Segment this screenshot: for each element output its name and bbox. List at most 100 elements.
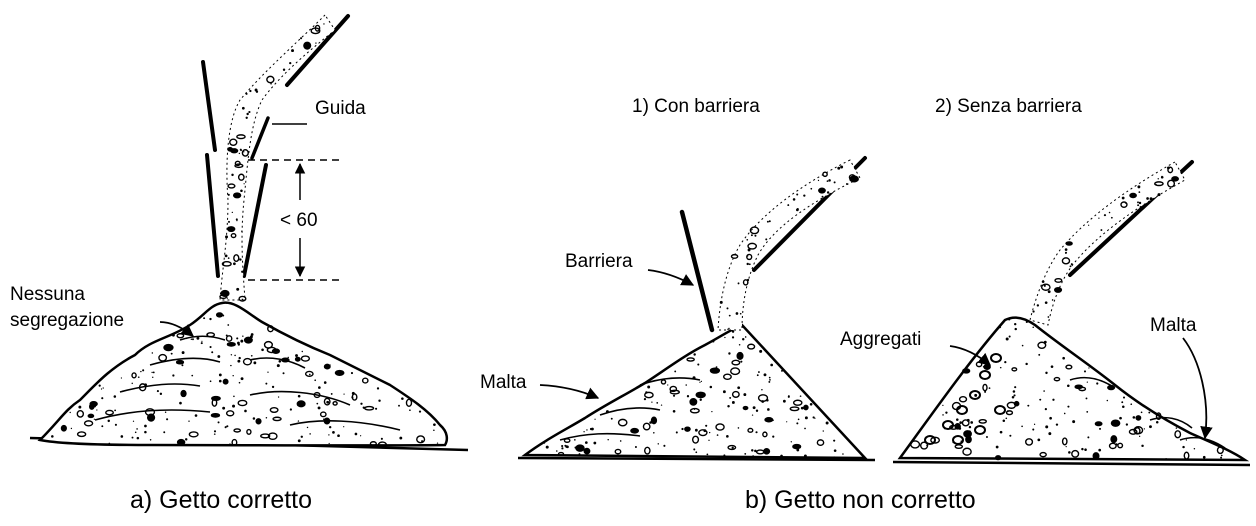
texture-dot xyxy=(956,418,959,421)
texture-pebble xyxy=(731,390,740,398)
texture-dot xyxy=(1021,425,1023,428)
texture-dot xyxy=(817,179,820,182)
texture-dot xyxy=(1038,353,1041,356)
texture-dot xyxy=(1087,436,1090,439)
texture-pebble xyxy=(962,368,971,374)
texture-dot xyxy=(1069,265,1072,268)
texture-dot xyxy=(1143,428,1145,430)
texture-pebble xyxy=(803,404,809,411)
texture-pebble xyxy=(583,447,591,455)
texture-dot xyxy=(418,410,422,413)
texture-pebble xyxy=(1183,451,1190,460)
texture-dot xyxy=(1064,251,1068,254)
texture-dot xyxy=(282,68,286,71)
texture-dot xyxy=(833,449,837,452)
texture-pebble xyxy=(1053,286,1063,293)
texture-dot xyxy=(1013,394,1016,397)
texture-pebble xyxy=(709,367,721,374)
texture-dot xyxy=(705,424,708,427)
texture-dot xyxy=(825,421,829,425)
texture-dot xyxy=(952,441,954,444)
texture-dot xyxy=(735,312,739,315)
texture-dot xyxy=(227,324,230,326)
texture-pebble xyxy=(180,389,187,398)
texture-dot xyxy=(1044,408,1047,411)
texture-pebble xyxy=(300,355,311,362)
distance-label: < 60 xyxy=(280,210,318,231)
texture-dot xyxy=(803,454,807,458)
texture-pebble xyxy=(644,446,651,455)
texture-dot xyxy=(657,443,659,445)
texture-dot xyxy=(398,404,400,407)
texture-dot xyxy=(292,338,294,340)
texture-dot xyxy=(803,194,806,197)
texture-pebble xyxy=(138,383,147,392)
texture-dot xyxy=(209,317,212,321)
texture-dot xyxy=(1005,417,1008,420)
texture-dot xyxy=(543,442,546,444)
texture-dot xyxy=(1067,384,1070,388)
texture-dot xyxy=(232,375,234,377)
texture-dot xyxy=(821,195,824,198)
texture-dot xyxy=(822,430,825,432)
texture-dot xyxy=(804,416,808,420)
texture-dot xyxy=(166,418,169,421)
texture-dot xyxy=(1032,310,1035,313)
texture-pebble xyxy=(1065,241,1073,246)
texture-dot xyxy=(711,410,713,413)
texture-dot xyxy=(218,379,222,383)
texture-dot xyxy=(1115,422,1118,425)
texture-pebble xyxy=(563,438,571,443)
texture-dot xyxy=(93,418,95,420)
texture-dot xyxy=(211,351,214,354)
texture-dot xyxy=(132,420,135,422)
texture-dot xyxy=(235,218,238,221)
texture-dot xyxy=(131,436,134,439)
texture-pebble xyxy=(131,372,137,379)
texture-dot xyxy=(1032,326,1034,329)
texture-dot xyxy=(362,406,365,409)
texture-pebble xyxy=(230,233,237,239)
texture-dot xyxy=(188,331,191,334)
concrete-stream-b2 xyxy=(1029,161,1186,326)
texture-dot xyxy=(767,408,770,411)
texture-pebble xyxy=(689,397,698,406)
texture-dot xyxy=(1132,416,1136,419)
texture-dot xyxy=(565,445,568,448)
texture-dot xyxy=(152,376,154,379)
texture-pebble xyxy=(982,383,988,392)
texture-pebble xyxy=(919,441,929,450)
texture-pebble xyxy=(313,391,321,399)
texture-dot xyxy=(610,417,613,420)
texture-dot xyxy=(1100,229,1103,232)
texture-dot xyxy=(121,390,124,393)
texture-dot xyxy=(685,384,687,386)
texture-dot xyxy=(944,428,946,430)
texture-dot xyxy=(706,453,709,456)
texture-dot xyxy=(224,426,227,429)
texture-dot xyxy=(1085,397,1088,400)
texture-dot xyxy=(277,396,280,398)
texture-dot xyxy=(1189,432,1192,435)
texture-dot xyxy=(1125,423,1129,426)
texture-dot xyxy=(238,356,241,360)
texture-dot xyxy=(810,187,813,190)
texture-pebble xyxy=(958,395,968,403)
case2-title: 2) Senza barriera xyxy=(935,96,1082,117)
texture-dot xyxy=(136,436,140,440)
texture-dot xyxy=(326,400,330,404)
texture-dot xyxy=(770,363,774,367)
texture-dot xyxy=(1137,204,1140,207)
texture-dot xyxy=(970,421,974,424)
texture-dot xyxy=(1098,217,1100,219)
texture-dot xyxy=(287,356,289,359)
texture-dot xyxy=(309,433,311,435)
texture-dot xyxy=(656,402,659,404)
texture-dot xyxy=(1096,382,1099,385)
texture-dot xyxy=(674,370,677,373)
texture-dot xyxy=(1047,290,1051,294)
texture-pebble xyxy=(323,397,331,406)
texture-dot xyxy=(787,395,790,398)
texture-dot xyxy=(1043,390,1045,392)
texture-dot xyxy=(1088,224,1090,226)
